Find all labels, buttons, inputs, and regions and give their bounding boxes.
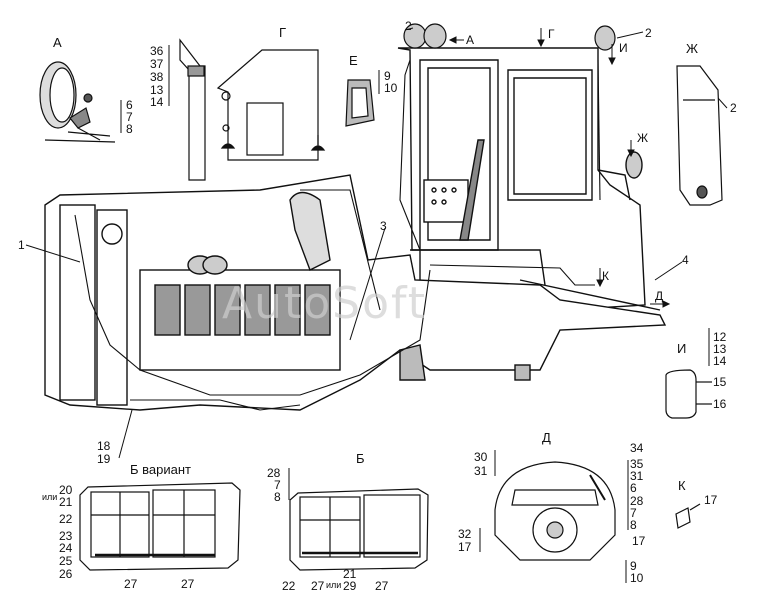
callout: 31 (474, 464, 488, 478)
callout: 10 (384, 81, 398, 95)
arrow-label-k: К (602, 269, 609, 283)
arrow-label-d: Д (655, 289, 663, 303)
callout: 23 (59, 529, 73, 543)
view-label-k: К (678, 478, 686, 493)
callout: 2 (730, 101, 737, 115)
view-g-panel (216, 49, 326, 161)
callout: 6 (126, 98, 133, 112)
view-k-sensor (675, 503, 701, 529)
callout: 27 (181, 577, 195, 591)
callout: 2 (405, 19, 412, 33)
arrow-label-i: И (619, 41, 628, 55)
callout: 27 (124, 577, 138, 591)
callout: 7 (630, 506, 637, 520)
callout: 19 (97, 452, 111, 466)
callout: 6 (630, 481, 637, 495)
callout: 14 (713, 354, 727, 368)
callout: 28 (267, 466, 281, 480)
view-label-b-variant: Б вариант (130, 462, 191, 477)
callout: 20 (59, 483, 73, 497)
callout: 14 (150, 95, 164, 109)
view-e-lamp (345, 79, 375, 127)
callout: 7 (274, 478, 281, 492)
callout: 12 (713, 330, 727, 344)
callout: 16 (713, 397, 727, 411)
callout: 22 (59, 512, 73, 526)
callout: 28 (630, 494, 644, 508)
callout: 4 (682, 253, 689, 267)
callout: 29 (343, 579, 357, 593)
callouts-e: 9 10 (378, 69, 398, 95)
view-a-headlight (39, 61, 116, 143)
callout: 13 (150, 83, 164, 97)
view-label-d: Д (542, 430, 551, 445)
callout: 8 (630, 518, 637, 532)
view-label-g: Г (279, 25, 286, 40)
view-i-lamp (665, 369, 712, 419)
callouts-i: 12 13 14 15 16 (708, 328, 727, 411)
callout: 2 (645, 26, 652, 40)
callout: 34 (630, 441, 644, 455)
callout: или (326, 580, 341, 590)
wiring-harness (74, 59, 601, 411)
callouts-a: 6 7 8 (120, 98, 133, 136)
callout: 17 (704, 493, 718, 507)
callout: 27 (375, 579, 389, 593)
view-label-i: И (677, 341, 686, 356)
arrow-label-a: А (466, 33, 474, 47)
callout: 24 (59, 541, 73, 555)
callout: или (42, 492, 57, 502)
main-callouts (25, 27, 728, 459)
callout: 37 (150, 57, 164, 71)
view-d-housing (494, 461, 616, 561)
callout: 21 (59, 495, 73, 509)
callouts-b: 28 7 8 22 27 21 или 29 27 (267, 466, 389, 593)
callout: 18 (97, 439, 111, 453)
callout: 15 (713, 375, 727, 389)
callout: 36 (150, 44, 164, 58)
view-label-b: Б (356, 451, 365, 466)
beacon-lamps (403, 23, 616, 51)
callout: 31 (630, 469, 644, 483)
arrow-label-g: Г (548, 27, 555, 41)
machine-body (44, 174, 667, 411)
callouts-b-variant: или 20 21 22 23 24 25 26 27 27 (42, 483, 195, 591)
callout: 13 (713, 342, 727, 356)
callout: 17 (632, 534, 646, 548)
view-arrows (448, 28, 671, 308)
callout: 26 (59, 567, 73, 581)
view-zh-part (676, 65, 723, 206)
callout: 3 (380, 219, 387, 233)
callout: 8 (274, 490, 281, 504)
battery-b (289, 488, 429, 571)
callout: 35 (630, 457, 644, 471)
arrow-label-zh: Ж (637, 131, 648, 145)
callout: 8 (126, 122, 133, 136)
callout: 22 (282, 579, 296, 593)
callout: 30 (474, 450, 488, 464)
callout: 9 (630, 559, 637, 573)
watermark: AutoSoft (222, 278, 427, 329)
view-label-a: А (53, 35, 62, 50)
callout: 9 (384, 69, 391, 83)
callout: 1 (18, 238, 25, 252)
cab (397, 47, 646, 309)
callout: 25 (59, 554, 73, 568)
callouts-36-14: 36 37 38 13 14 (150, 44, 170, 109)
callouts-d: 30 31 32 17 34 35 31 6 28 7 8 17 9 10 (458, 441, 646, 585)
view-label-e: Е (349, 53, 358, 68)
callout: 38 (150, 70, 164, 84)
battery-variant (79, 482, 241, 571)
callout: 32 (458, 527, 472, 541)
view-label-zh: Ж (686, 41, 698, 56)
callout: 27 (311, 579, 325, 593)
callout: 21 (343, 567, 357, 581)
callout: 17 (458, 540, 472, 554)
callout: 10 (630, 571, 644, 585)
callout: 7 (126, 110, 133, 124)
